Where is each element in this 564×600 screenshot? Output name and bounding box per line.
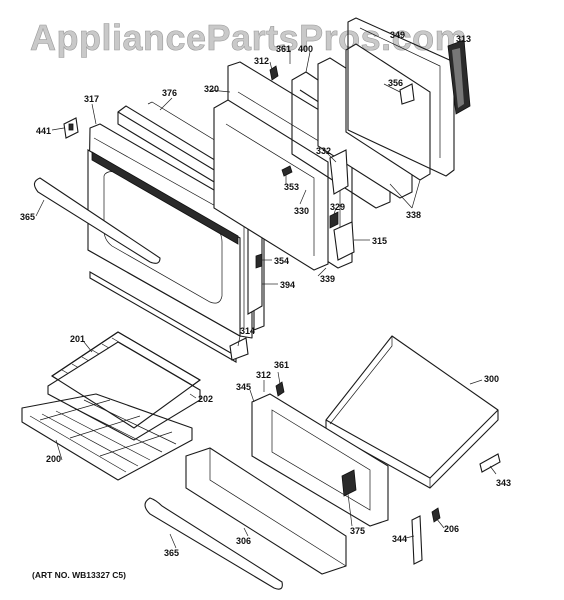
part-361-screw-drawer[interactable] [275, 381, 285, 397]
label-353: 353 [284, 182, 299, 192]
label-329: 329 [330, 202, 345, 212]
art-number-note: (ART NO. WB13327 C5) [32, 570, 126, 580]
part-door-front-panel[interactable] [87, 149, 241, 337]
label-361-top: 361 [276, 44, 291, 54]
label-338: 338 [406, 210, 421, 220]
label-376: 376 [162, 88, 177, 98]
label-306: 306 [236, 536, 251, 546]
part-332-latch[interactable] [329, 149, 349, 195]
part-343-drawer-glide[interactable] [479, 453, 501, 473]
label-441: 441 [36, 126, 51, 136]
label-361-drawer: 361 [274, 360, 289, 370]
label-315: 315 [372, 236, 387, 246]
part-330-inner-glass-panel[interactable] [213, 99, 329, 271]
part-202-broiler-pan[interactable] [47, 331, 201, 441]
label-345: 345 [236, 382, 251, 392]
label-200: 200 [46, 454, 61, 464]
label-317: 317 [84, 94, 99, 104]
label-365-door-handle: 365 [20, 212, 35, 222]
part-354-spacer[interactable] [255, 253, 263, 269]
label-365-drawer-handle: 365 [164, 548, 179, 558]
part-314-door-bottom-rail[interactable] [229, 337, 249, 361]
part-338-glass-panels[interactable] [317, 43, 431, 199]
label-320: 320 [204, 84, 219, 94]
part-door-bottom-trim[interactable] [89, 271, 237, 363]
label-201: 201 [70, 334, 85, 344]
part-375-drawer-bracket[interactable] [341, 469, 357, 497]
part-349-door-back-panel[interactable] [347, 17, 455, 177]
leader-lines [35, 50, 497, 549]
part-206-screw[interactable] [431, 507, 441, 523]
part-345-drawer-inner-panel[interactable] [251, 393, 389, 527]
label-375: 375 [350, 526, 365, 536]
label-400: 400 [298, 44, 313, 54]
part-313-door-gasket[interactable] [447, 39, 471, 115]
part-306-drawer-front[interactable] [185, 447, 347, 575]
label-314: 314 [240, 326, 255, 336]
label-206: 206 [444, 524, 459, 534]
watermark-text: AppliancePartsPros.com [30, 17, 467, 58]
label-300: 300 [484, 374, 499, 384]
part-344-drawer-rail[interactable] [411, 515, 423, 565]
label-339: 339 [320, 274, 335, 284]
part-329-screw[interactable] [329, 211, 339, 229]
part-441-hinge-bracket[interactable] [63, 117, 79, 139]
part-315-bracket[interactable] [333, 221, 355, 261]
part-365-door-handle[interactable] [33, 177, 161, 264]
label-202: 202 [198, 394, 213, 404]
label-312-top: 312 [254, 56, 269, 66]
label-343: 343 [496, 478, 511, 488]
label-349: 349 [390, 30, 405, 40]
label-330: 330 [294, 206, 309, 216]
label-313: 313 [456, 34, 471, 44]
part-353-screw[interactable] [281, 165, 293, 177]
part-200-oven-rack[interactable] [21, 393, 193, 481]
label-332: 332 [316, 146, 331, 156]
label-312-drawer: 312 [256, 370, 271, 380]
part-365-drawer-handle[interactable] [144, 497, 283, 590]
label-344: 344 [392, 534, 407, 544]
label-354: 354 [274, 256, 289, 266]
part-356-hinge-clip[interactable] [399, 83, 415, 105]
label-356: 356 [388, 78, 403, 88]
label-394: 394 [280, 280, 295, 290]
